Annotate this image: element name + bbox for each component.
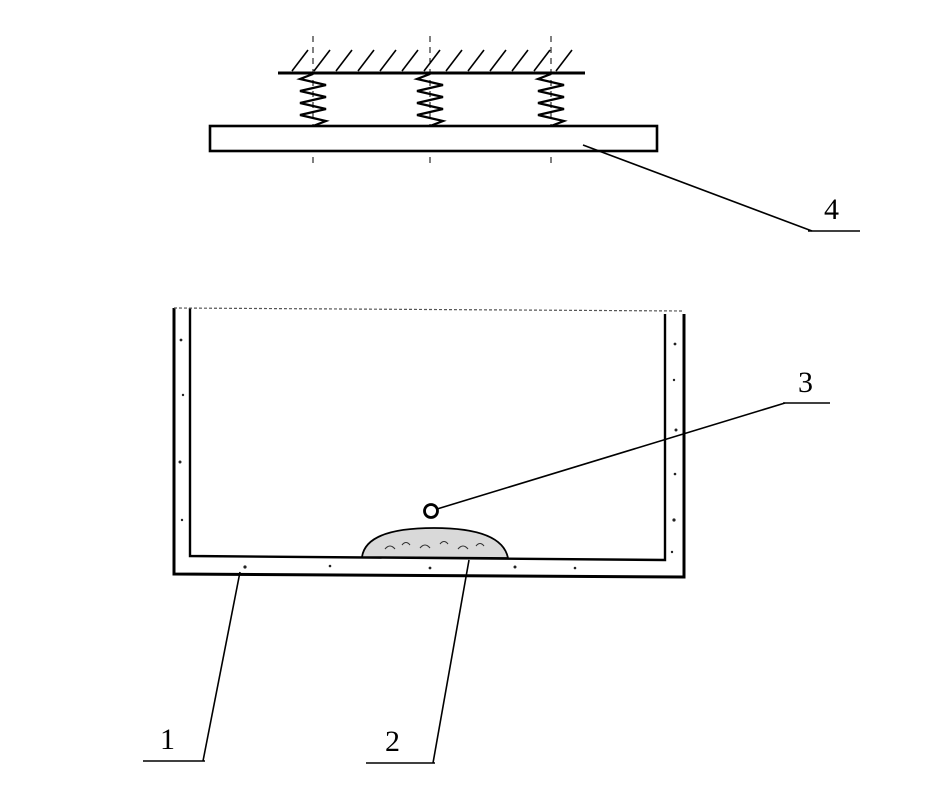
spring-left <box>296 72 330 128</box>
plate <box>208 124 659 153</box>
deposit-texture <box>384 540 485 550</box>
spring-middle <box>413 72 447 128</box>
callout-4: 4 <box>582 144 860 232</box>
callout-2: 2 <box>366 559 470 764</box>
leader-line-2 <box>432 559 470 764</box>
container-inner-wall <box>188 308 667 562</box>
leader-line-1 <box>202 571 241 762</box>
callout-1: 1 <box>143 571 241 762</box>
leader-line-3 <box>436 402 786 510</box>
label-3: 3 <box>798 366 813 399</box>
spring-plate-assembly <box>208 36 659 165</box>
container-assembly <box>172 307 686 579</box>
container-outer-wall <box>172 308 686 579</box>
wall-texture <box>178 338 678 570</box>
spring-right <box>534 72 568 128</box>
fixed-support-hatching <box>291 49 573 72</box>
label-2: 2 <box>385 725 400 758</box>
callout-3: 3 <box>436 366 830 510</box>
label-4: 4 <box>824 193 839 226</box>
leader-line-4 <box>582 144 813 232</box>
label-1: 1 <box>160 723 175 756</box>
container-rim <box>173 307 685 312</box>
particle <box>423 503 439 519</box>
deposit-mound <box>360 527 510 559</box>
